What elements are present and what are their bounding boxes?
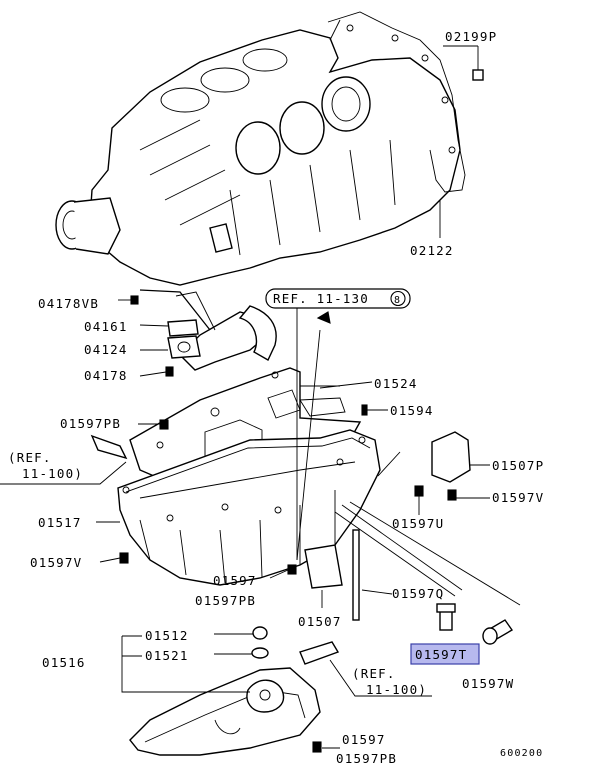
ref-11-130-text: REF. 11-130	[273, 291, 369, 306]
oil-strainer-drawing	[139, 289, 277, 371]
diagram-id: 600200	[500, 748, 543, 759]
ref-11-100-left-line1: (REF.	[8, 450, 52, 465]
label-01524: 01524	[374, 376, 418, 391]
bolt-02199P	[472, 58, 484, 81]
label-02199P: 02199P	[445, 29, 497, 44]
leader-lines	[0, 45, 490, 749]
bolt-01597V-left	[119, 552, 129, 564]
highlight-box-01597T	[410, 643, 480, 665]
label-01597T[interactable]: 01597T	[415, 647, 467, 662]
label-01597PB-bottom: 01597PB	[336, 751, 397, 766]
pump-cover-01507P	[431, 431, 471, 483]
ref-11-130-tag[interactable]: REF. 11-130 8	[265, 288, 411, 309]
leader-01597W	[349, 501, 521, 606]
label-04161: 04161	[84, 319, 128, 334]
pin-01594	[361, 404, 368, 416]
label-04178VB: 04178VB	[38, 296, 99, 311]
label-01594: 01594	[390, 403, 434, 418]
label-01597W: 01597W	[462, 676, 514, 691]
label-02122: 02122	[410, 243, 454, 258]
bolt-01597U	[414, 485, 424, 497]
label-01597-bottom: 01597	[342, 732, 386, 747]
upper-oil-pan-drawing	[117, 429, 381, 586]
leader-01597T	[334, 504, 463, 597]
ref-11-100-left-line2: 11-100)	[22, 466, 83, 481]
drain-plug-01521	[251, 647, 269, 659]
label-04178: 04178	[84, 368, 128, 383]
label-01597Q: 01597Q	[392, 586, 444, 601]
bolt-01597T	[436, 603, 456, 631]
label-01597-mid: 01597	[213, 573, 257, 588]
label-01516: 01516	[42, 655, 86, 670]
bolt-04178	[165, 366, 174, 377]
tube-left	[90, 434, 128, 460]
label-01597V-left: 01597V	[30, 555, 82, 570]
label-01521: 01521	[145, 648, 189, 663]
ref-11-130-circle: 8	[394, 295, 400, 306]
bolt-01597W	[482, 619, 514, 645]
label-04124: 04124	[84, 342, 128, 357]
ref-11-100-bottom-tag[interactable]: (REF. 11-100)	[352, 666, 427, 697]
bolt-01597-bottom	[312, 741, 322, 753]
bolt-01597PB-top	[159, 419, 169, 430]
lower-oil-pan-drawing	[129, 667, 321, 756]
label-01507: 01507	[298, 614, 342, 629]
label-01597PB-top: 01597PB	[60, 416, 121, 431]
ref-11-100-bottom-line1: (REF.	[352, 666, 396, 681]
label-01597V-right: 01597V	[492, 490, 544, 505]
label-01517: 01517	[38, 515, 82, 530]
ref-11-100-bottom-line2: 11-100)	[366, 682, 427, 697]
washer-01512	[252, 626, 268, 640]
baffle-01507	[304, 544, 343, 589]
label-01597PB-mid: 01597PB	[195, 593, 256, 608]
arrow-ref-11-130	[316, 311, 331, 324]
label-01507P: 01507P	[492, 458, 544, 473]
bolt-01597-mid	[287, 564, 297, 575]
label-01597U: 01597U	[392, 516, 444, 531]
engine-block-drawing	[55, 11, 466, 286]
bolt-04178VB	[130, 295, 139, 305]
label-01512: 01512	[145, 628, 189, 643]
tube-bottom	[299, 641, 340, 665]
bolt-01597Q	[352, 529, 360, 621]
part-labels: 02199P 02122 04178VB 04161 04124 04178 0…	[30, 29, 544, 766]
bolt-01597V-right	[447, 489, 457, 501]
ref-11-100-left-tag[interactable]: (REF. 11-100)	[8, 450, 83, 481]
